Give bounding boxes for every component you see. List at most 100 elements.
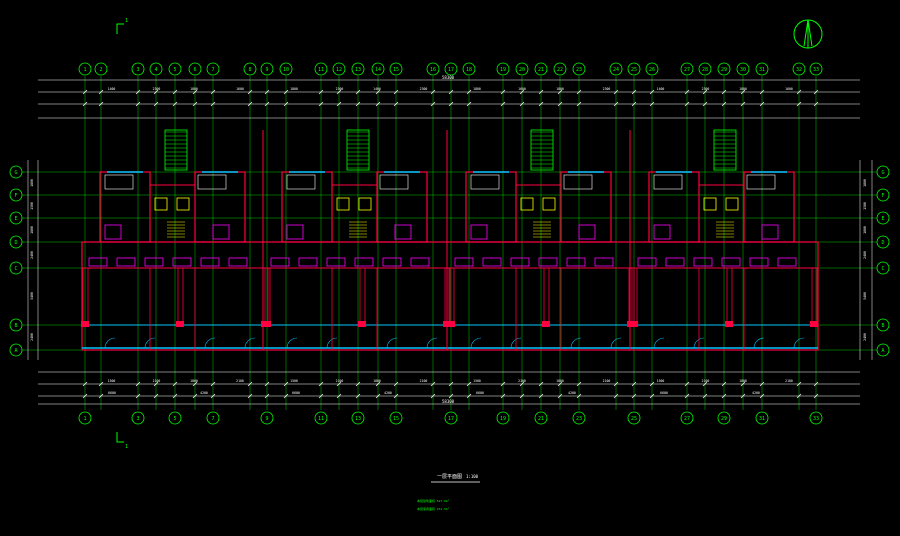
- axis-bubble: [572, 411, 586, 425]
- axis-bubble: [279, 62, 293, 76]
- axis-bubble: [389, 62, 403, 76]
- dimension-label: 1800: [739, 379, 747, 383]
- axis-bubble: [351, 411, 365, 425]
- dimension-label: 1800: [30, 179, 34, 187]
- column: [543, 267, 550, 326]
- dimension-label: 2100: [702, 379, 710, 383]
- room: [149, 184, 196, 243]
- axis-bubble: [206, 411, 220, 425]
- fixture: [286, 224, 304, 240]
- axis-bubble: [876, 235, 890, 249]
- axis-bubble: [809, 411, 823, 425]
- dimension-label: 6600: [660, 391, 668, 395]
- axis-label: F: [14, 193, 17, 199]
- room-label-box: [197, 174, 227, 190]
- room-label-box: [563, 174, 593, 190]
- fixture: [382, 257, 402, 267]
- column-head: [542, 321, 550, 327]
- axis-bubble: [717, 62, 731, 76]
- axis-bubble: [371, 62, 385, 76]
- dimension-label: 1800: [290, 87, 298, 91]
- dimension-label: 1400: [657, 87, 665, 91]
- axis-label: A: [881, 348, 884, 354]
- dimension-label: 2300: [603, 87, 611, 91]
- axis-bubble: [534, 62, 548, 76]
- axis-label: 3: [136, 67, 139, 73]
- door-swing: [326, 337, 338, 349]
- door-swing: [570, 337, 582, 349]
- area-note: 本层建筑面积 527.6m²: [417, 498, 450, 503]
- fixture: [410, 257, 430, 267]
- dimension-label: 6600: [476, 391, 484, 395]
- overall-dimension-bottom: 58300: [442, 399, 455, 404]
- door-swing: [426, 337, 438, 349]
- axis-bubble: [553, 62, 567, 76]
- axis-label: 21: [538, 67, 544, 73]
- axis-label: 1: [83, 67, 86, 73]
- axis-bubble: [717, 411, 731, 425]
- axis-label: E: [881, 216, 884, 222]
- axis-label: 4: [154, 67, 157, 73]
- dimension-label: 2100: [420, 379, 428, 383]
- fixture: [510, 257, 530, 267]
- dimension-label: 4200: [752, 391, 760, 395]
- axis-bubble: [534, 411, 548, 425]
- axis-label: D: [14, 240, 17, 246]
- axis-label: C: [14, 266, 17, 272]
- dimension-label: 1800: [190, 379, 198, 383]
- dimension-label: 2100: [336, 379, 344, 383]
- axis-bubble: [188, 62, 202, 76]
- door-swing: [653, 337, 665, 349]
- axis-label: 33: [813, 416, 819, 422]
- door-swing: [286, 337, 298, 349]
- axis-bubble: [444, 62, 458, 76]
- axis-label: 30: [740, 67, 746, 73]
- drawing-title: 一层平面图: [437, 474, 462, 480]
- axis-bubble: [572, 62, 586, 76]
- fixture: [358, 197, 372, 211]
- dimension-label: 2400: [30, 333, 34, 341]
- dwelling-unit: [81, 129, 269, 350]
- dimension-label: 2100: [785, 379, 793, 383]
- dimension-label: 1800: [863, 179, 867, 187]
- fixture: [326, 257, 346, 267]
- dimension-label: 1800: [190, 87, 198, 91]
- axis-bubble: [755, 62, 769, 76]
- column-head: [725, 321, 733, 327]
- axis-label: 32: [796, 67, 802, 73]
- axis-bubble: [809, 62, 823, 76]
- dimension-label: 2400: [863, 251, 867, 259]
- dimension-label: 1800: [473, 87, 481, 91]
- axis-label: 15: [393, 416, 399, 422]
- fixture: [212, 224, 230, 240]
- dwelling-unit: [630, 129, 818, 350]
- axis-label: 17: [448, 416, 454, 422]
- axis-bubble: [314, 411, 328, 425]
- room: [331, 184, 378, 243]
- axis-label: 17: [448, 67, 454, 73]
- axis-bubble: [755, 411, 769, 425]
- axis-label: 20: [519, 67, 525, 73]
- dimension-label: 1500: [108, 379, 116, 383]
- dimension-label: 2100: [518, 379, 526, 383]
- axis-label: C: [881, 266, 884, 272]
- column: [82, 267, 89, 326]
- dimension-label: 5400: [30, 292, 34, 300]
- axis-bubble: [9, 165, 23, 179]
- axis-bubble: [94, 62, 108, 76]
- fixture: [104, 224, 122, 240]
- fixture: [594, 257, 614, 267]
- axis-label: 31: [759, 67, 765, 73]
- room: [698, 184, 745, 243]
- fixture: [761, 224, 779, 240]
- dimension-label: 6600: [108, 391, 116, 395]
- dimension-label: 1600: [785, 87, 793, 91]
- room-label-box: [104, 174, 134, 190]
- door-swing: [510, 337, 522, 349]
- fixture: [172, 257, 192, 267]
- room: [560, 171, 612, 243]
- axis-label: 24: [613, 67, 619, 73]
- axis-label: 27: [684, 416, 690, 422]
